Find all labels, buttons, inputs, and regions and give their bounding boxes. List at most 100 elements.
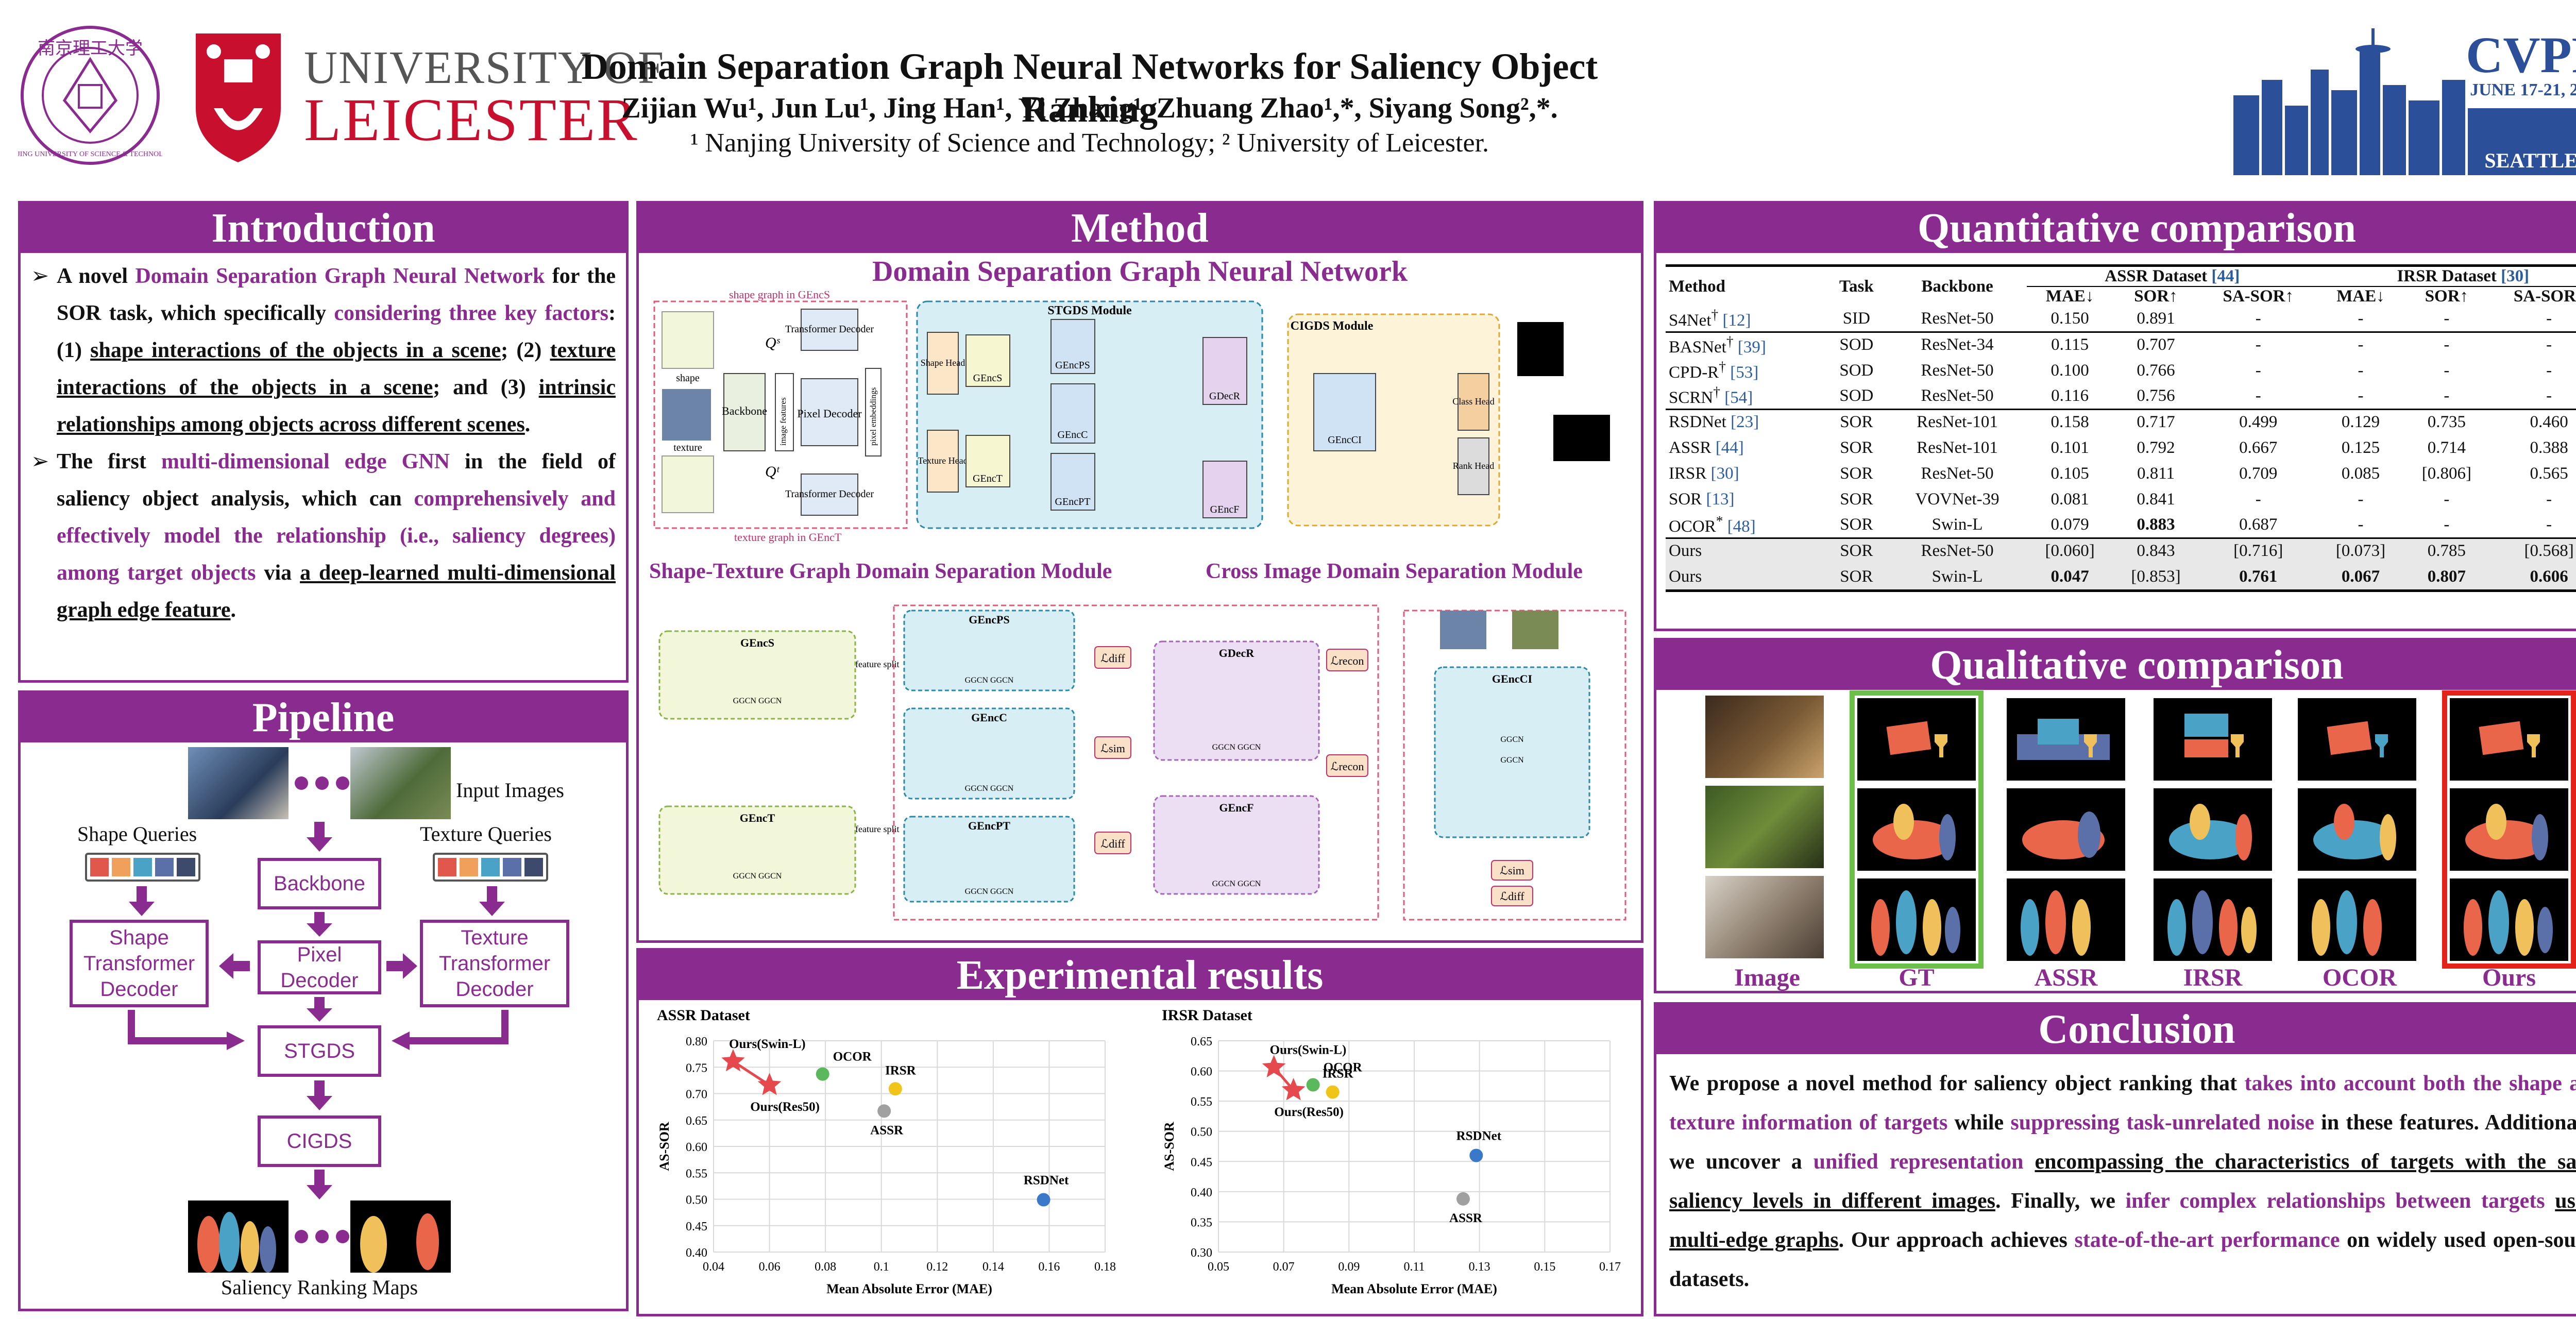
cell-value: 0.883 xyxy=(2137,515,2175,534)
cell-task: SOR xyxy=(1840,438,1873,457)
x-tick-label: 0.06 xyxy=(759,1260,781,1274)
data-label: Ours(Res50) xyxy=(750,1100,820,1114)
texture-label: texture xyxy=(673,442,702,453)
arrow-down-2 xyxy=(307,912,332,940)
cigds-caption: Cross Image Domain Separation Module xyxy=(1206,560,1583,583)
y-tick-label: 0.80 xyxy=(686,1035,707,1049)
q-s-label: Qˢ xyxy=(765,334,781,351)
gencci-detail-title: GEncCI xyxy=(1492,672,1532,685)
cell-backbone: ResNet-50 xyxy=(1921,361,1994,380)
cell-value: - xyxy=(2198,331,2318,358)
cell-value: - xyxy=(2403,331,2490,358)
data-point xyxy=(877,1104,891,1118)
metric-header: SA-SOR↑ xyxy=(2223,287,2294,306)
cell-value: 0.565 xyxy=(2530,464,2568,483)
qual-image-1 xyxy=(1705,696,1824,778)
data-label: RSDNet xyxy=(1456,1129,1502,1143)
y-tick-label: 0.70 xyxy=(686,1088,707,1102)
qual-label-ours: Ours xyxy=(2482,964,2536,991)
feature-split-top: feature split xyxy=(855,659,899,669)
cell-value: - xyxy=(2444,361,2450,380)
pipeline-title: Pipeline xyxy=(21,693,626,742)
qual-label-gt: GT xyxy=(1899,964,1935,991)
cell-value: 0.101 xyxy=(2050,438,2089,457)
qual-label-image: Image xyxy=(1734,964,1800,991)
cell-value: [0.060] xyxy=(2027,537,2113,564)
metric-header: SOR↑ xyxy=(2134,287,2178,306)
cell-backbone: ResNet-50 xyxy=(1921,309,1994,328)
x-tick-label: 0.1 xyxy=(874,1260,889,1274)
metric-header: MAE↓ xyxy=(2045,287,2094,306)
y-tick-label: 0.75 xyxy=(686,1061,707,1075)
shape-label: shape xyxy=(676,373,700,384)
cell-value: 0.785 xyxy=(2403,537,2490,564)
cell-value: 0.735 xyxy=(2403,408,2490,435)
cvpr-date: JUNE 17-21, 2024 xyxy=(2470,80,2576,99)
chart-irsr: IRSR Dataset0.300.350.400.450.500.550.60… xyxy=(1162,1007,1621,1296)
genct-ggcn-text: GGCN GGCN xyxy=(733,872,782,881)
cell-value: 0.667 xyxy=(2239,438,2278,457)
y-tick-label: 0.45 xyxy=(1191,1156,1212,1169)
pipeline-panel: Pipeline Input Images Shape Queries Text… xyxy=(18,690,629,1311)
cell-value: 0.047 xyxy=(2027,564,2113,589)
cell-value: 0.499 xyxy=(2198,408,2318,435)
cell-method: RSDNet [23] xyxy=(1666,408,1825,435)
data-point-star xyxy=(721,1049,745,1072)
cell-value: 0.843 xyxy=(2113,537,2199,564)
ellipsis-dots xyxy=(294,1229,350,1244)
cell-method: S4Net† [12] xyxy=(1669,307,1751,330)
gencf-detail-title: GEncF xyxy=(1219,801,1253,814)
assr-group-header: ASSR Dataset [44] xyxy=(2027,267,2318,287)
data-point-star xyxy=(1262,1055,1286,1077)
input-image-right xyxy=(350,747,451,819)
cell-value: 0.891 xyxy=(2137,309,2175,328)
cell-task: SOD xyxy=(1839,386,1874,405)
qual-label-irsr: IRSR xyxy=(2183,964,2243,991)
cell-backbone: Swin-L xyxy=(1931,515,1983,534)
cell-method: SOR [13] xyxy=(1669,489,1735,509)
cell-value: 0.811 xyxy=(2137,464,2175,483)
metric-header: MAE↓ xyxy=(2336,287,2385,306)
cell-value: - xyxy=(2444,489,2450,509)
y-tick-label: 0.50 xyxy=(1191,1126,1212,1139)
data-point xyxy=(1037,1193,1050,1207)
x-tick-label: 0.15 xyxy=(1534,1260,1555,1274)
input-images-label: Input Images xyxy=(456,779,564,802)
data-label: Ours(Res50) xyxy=(1274,1105,1344,1119)
cell-value: 0.150 xyxy=(2050,309,2089,328)
shape-decoder-box: Shape Transformer Decoder xyxy=(70,920,209,1007)
ellipsis-dots xyxy=(294,775,350,791)
cell-backbone: ResNet-34 xyxy=(1888,331,2027,358)
data-label: OCOR xyxy=(1324,1061,1363,1075)
cell-value: - xyxy=(2546,309,2552,328)
cell-value: 0.766 xyxy=(2137,361,2175,380)
data-point xyxy=(1326,1085,1340,1099)
data-point xyxy=(1456,1192,1470,1206)
x-tick-label: 0.13 xyxy=(1469,1260,1490,1274)
cell-value: [0.716] xyxy=(2198,537,2318,564)
gencci-ggcn-2: GGCN xyxy=(1500,756,1524,765)
cell-value: - xyxy=(2358,515,2364,534)
arrow-down-3 xyxy=(307,997,332,1025)
cell-method: Ours xyxy=(1666,537,1825,564)
metric-header: SA-SOR↑ xyxy=(2513,287,2576,306)
cell-value: - xyxy=(2317,331,2404,358)
shape-queries-tokens xyxy=(85,853,200,882)
cell-value: - xyxy=(2255,361,2261,380)
qual-label-assr: ASSR xyxy=(2034,964,2098,991)
cell-value: 0.714 xyxy=(2427,438,2466,457)
cell-task: SOD xyxy=(1839,361,1874,380)
cell-value: - xyxy=(2546,386,2552,405)
x-tick-label: 0.12 xyxy=(926,1260,948,1274)
method-panel: Method Domain Separation Graph Neural Ne… xyxy=(636,201,1643,943)
cell-value: [0.568] xyxy=(2489,537,2576,564)
introduction-text: A novel Domain Separation Graph Neural N… xyxy=(31,258,616,629)
cell-backbone: Swin-L xyxy=(1888,564,2027,589)
cell-value: 0.807 xyxy=(2403,564,2490,589)
x-axis-label: Mean Absolute Error (MAE) xyxy=(1331,1281,1497,1296)
cell-value: 0.158 xyxy=(2027,408,2113,435)
cell-value: - xyxy=(2546,489,2552,509)
